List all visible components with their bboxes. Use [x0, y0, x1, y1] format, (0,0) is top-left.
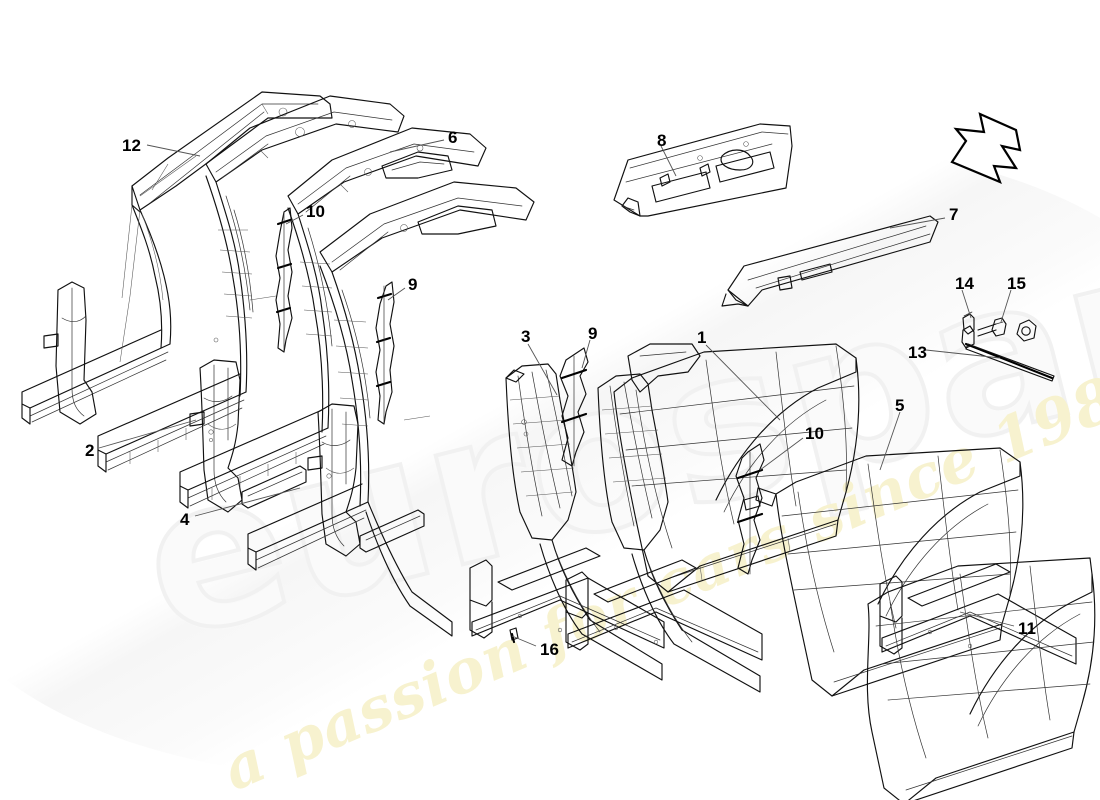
- leader-line-1: [705, 344, 781, 421]
- part-11-outer-side-panel: [866, 557, 1096, 800]
- callout-number-14: 14: [955, 274, 974, 293]
- leader-line-4: [194, 487, 301, 517]
- callout-number-5: 5: [895, 396, 905, 415]
- part-6-roof-rail: [179, 127, 487, 509]
- leader-line-11: [959, 611, 1015, 627]
- part-9-reinforcement-left: [375, 281, 395, 425]
- callout-number-16: 16: [540, 640, 559, 659]
- callout-number-3: 3: [521, 327, 531, 346]
- part-5-outer-side-panel: [743, 447, 1024, 697]
- callout-number-15: 15: [1007, 274, 1026, 293]
- part-9-reinforcement-center: [559, 347, 589, 467]
- left-body-side-assembly: [43, 95, 405, 473]
- leader-line-10b: [759, 437, 804, 471]
- part-8-cross-member: [613, 123, 793, 217]
- callout-number-10b: 10: [805, 424, 824, 443]
- callout-number-13: 13: [908, 343, 927, 362]
- callout-number-6: 6: [448, 128, 458, 147]
- callout-number-9: 9: [408, 275, 418, 294]
- leader-line-5: [879, 411, 901, 471]
- part-16-fastener: [509, 627, 519, 644]
- part-12-outer-frame: [21, 91, 333, 425]
- callout-number-8: 8: [657, 131, 667, 150]
- part-10-pillar-reinforcement-left: [275, 207, 293, 353]
- leader-lines: [98, 139, 1015, 647]
- part-4-b-pillar: [307, 403, 425, 557]
- callout-number-11: 11: [1018, 619, 1036, 638]
- callout-number-2: 2: [85, 441, 95, 460]
- callout-number-1: 1: [697, 328, 707, 347]
- callout-number-7: 7: [949, 205, 959, 224]
- a-pillar-inner-behind-part1: [565, 373, 763, 693]
- callout-number-4: 4: [180, 510, 190, 529]
- leader-line-16: [511, 635, 537, 647]
- callout-number-10: 10: [306, 202, 325, 221]
- leader-line-13: [925, 349, 1001, 359]
- sill-assembly-right: [879, 563, 1077, 665]
- leader-line-7: [889, 217, 946, 229]
- part-3-a-pillar-inner: [469, 363, 665, 681]
- leader-line-9: [387, 287, 406, 301]
- leader-line-3: [527, 343, 558, 396]
- leader-line-9b: [581, 339, 591, 369]
- part-10-pillar-reinforcement-right: [735, 443, 765, 575]
- view-direction-arrow: [950, 112, 1022, 184]
- callout-number-9b: 9: [588, 324, 598, 343]
- leader-line-10: [285, 214, 304, 225]
- leader-line-8: [660, 145, 677, 177]
- third-body-side-assembly: [247, 181, 535, 637]
- leader-line-2: [98, 419, 197, 449]
- leader-line-15: [1000, 289, 1012, 323]
- leader-line-6: [389, 139, 445, 153]
- part-7-sill-trim: [721, 215, 939, 307]
- leader-line-14: [961, 289, 972, 319]
- part-13-14-15-fasteners: [961, 311, 1055, 382]
- part-1-outer-side-panel: [613, 343, 860, 593]
- leader-line-12: [146, 144, 201, 157]
- callout-number-12: 12: [122, 136, 141, 155]
